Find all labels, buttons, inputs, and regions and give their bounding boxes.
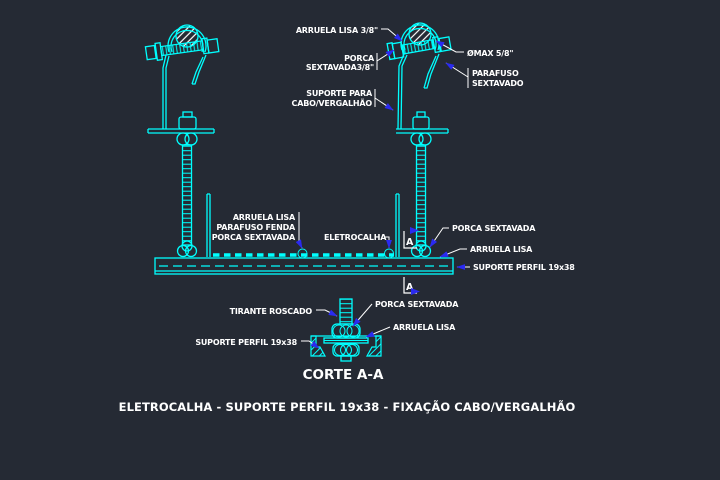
- label-fixacao-line3: PORCA SEXTAVADA: [212, 233, 296, 242]
- callouts-middle: ARRUELA LISA PARAFUSO FENDA PORCA SEXTAV…: [212, 212, 576, 272]
- label-arruela-lisa-38: ARRUELA LISA 3/8": [296, 26, 378, 35]
- label-arruela-lisa-right: ARRUELA LISA: [470, 245, 533, 254]
- detail-strut-channel: [310, 335, 382, 357]
- section-marker-a-top: A: [403, 227, 419, 249]
- label-porca-sextavada-detail: PORCA SEXTAVADA: [375, 300, 459, 309]
- cable-clamp-left: [144, 24, 220, 129]
- section-letter-top: A: [406, 237, 414, 248]
- label-eletrocalha: ELETROCALHA: [324, 233, 387, 242]
- callouts-top: ARRUELA LISA 3/8" PORCA SEXTAVADA3/8" ØM…: [292, 26, 524, 110]
- label-parafuso-sextavado-line2: SEXTAVADO: [472, 79, 524, 88]
- section-arrow-bottom-icon: [411, 288, 420, 295]
- label-omax: ØMAX 5/8": [467, 48, 513, 58]
- label-porca-sextavada-38-line1: PORCA: [344, 54, 375, 63]
- detail-washer: [323, 337, 369, 344]
- cable-clamp-right: [386, 22, 452, 130]
- label-fixacao-line1: ARRUELA LISA: [233, 213, 296, 222]
- hanger-flange-left: [147, 111, 215, 146]
- section-letter-bottom: A: [406, 282, 414, 293]
- corte-aa-detail: TIRANTE ROSCADO PORCA SEXTAVADA ARRUELA …: [195, 298, 459, 383]
- label-porca-sextavada-38-line2: SEXTAVADA3/8": [306, 63, 374, 72]
- label-suporte-perfil-detail: SUPORTE PERFIL 19x38: [195, 338, 297, 347]
- label-suporte-cabo-line2: CABO/VERGALHÃO: [292, 98, 373, 108]
- section-marker-a-bottom: A: [403, 277, 420, 295]
- strut-rail: [154, 257, 454, 275]
- label-suporte-perfil-right: SUPORTE PERFIL 19x38: [473, 263, 575, 272]
- threaded-rod-left: [181, 144, 193, 246]
- section-arrow-top-icon: [410, 227, 419, 234]
- rod-nut-washer-right: [410, 240, 432, 258]
- rod-nut-washer-left: [176, 240, 198, 258]
- label-suporte-cabo-line1: SUPORTE PARA: [306, 89, 373, 98]
- drawing-title: ELETROCALHA - SUPORTE PERFIL 19x38 - FIX…: [119, 399, 576, 414]
- label-parafuso-sextavado-line1: PARAFUSO: [472, 69, 519, 78]
- clamp-bolt-left: [144, 37, 220, 61]
- label-arruela-lisa-detail: ARRUELA LISA: [393, 323, 456, 332]
- detail-hex-nut-bottom: [332, 343, 360, 362]
- label-tirante-roscado: TIRANTE ROSCADO: [230, 307, 313, 316]
- label-fixacao-line2: PARAFUSO FENDA: [216, 223, 296, 232]
- detail-threaded-rod: [339, 298, 353, 325]
- corte-aa-title: CORTE A-A: [303, 367, 384, 383]
- hanger-flange-right: [396, 111, 449, 146]
- threaded-rod-right: [415, 144, 427, 246]
- label-porca-sextavada-right: PORCA SEXTAVADA: [452, 224, 536, 233]
